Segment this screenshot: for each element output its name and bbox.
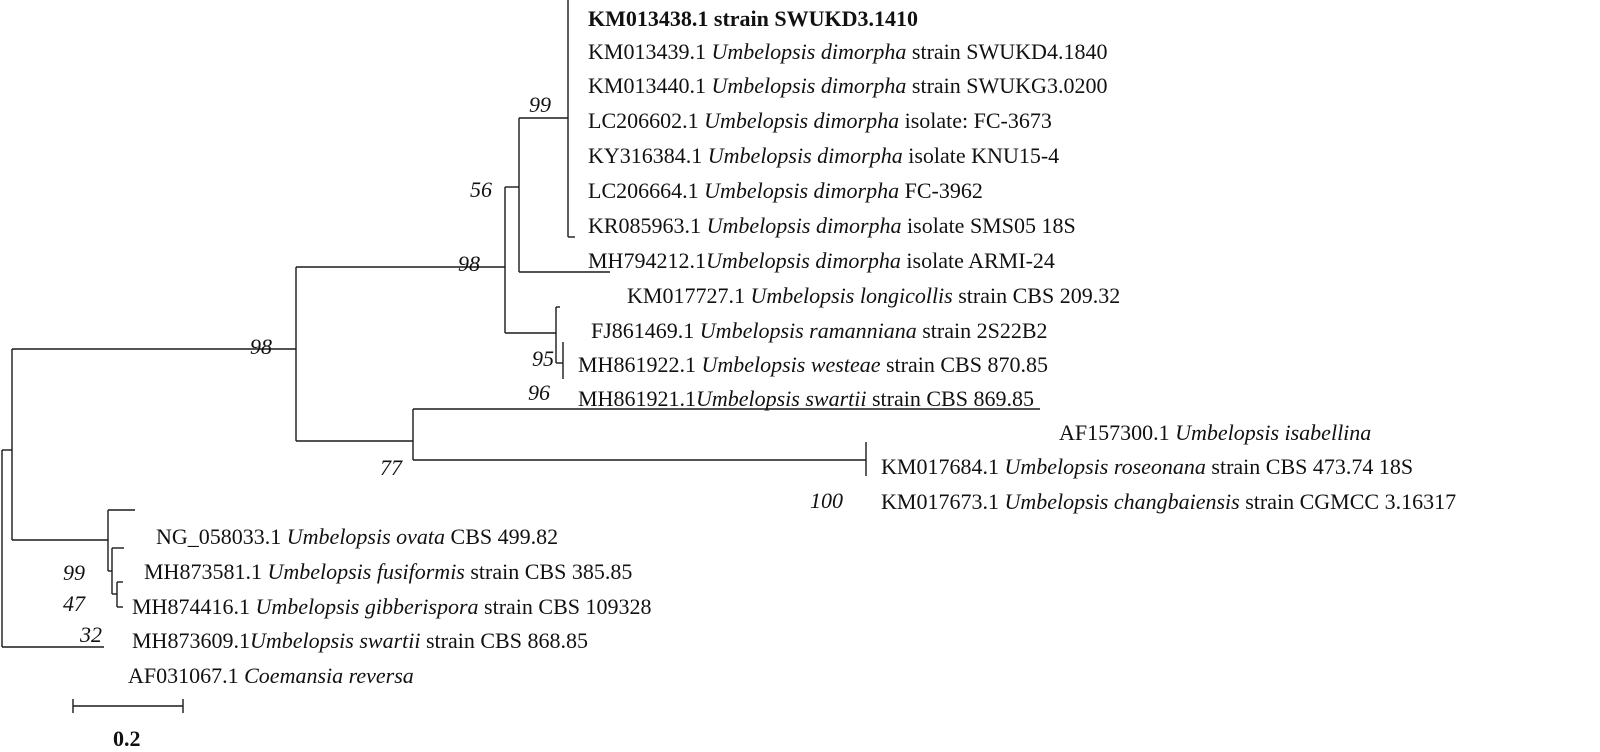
taxon-rest: strain CBS 109328 bbox=[479, 594, 652, 619]
taxon-rest: strain CBS 870.85 bbox=[880, 352, 1047, 377]
taxon-sp: Umbelopsis dimorpha bbox=[706, 73, 906, 98]
taxon-label: MH873609.1Umbelopsis swartii strain CBS … bbox=[132, 628, 588, 653]
taxon-label: LC206602.1 Umbelopsis dimorpha isolate: … bbox=[588, 108, 1052, 133]
taxon-rest: isolate ARMI-24 bbox=[901, 248, 1055, 273]
taxon-rest: strain CBS 385.85 bbox=[465, 559, 632, 584]
taxon-rest: strain CGMCC 3.16317 bbox=[1240, 489, 1456, 514]
taxon-label: KM013439.1 Umbelopsis dimorpha strain SW… bbox=[588, 39, 1107, 64]
taxon-sp: Umbelopsis dimorpha bbox=[706, 39, 906, 64]
taxon-rest: strain SWUKG3.0200 bbox=[906, 73, 1107, 98]
taxon-acc: KR085963.1 bbox=[588, 213, 701, 238]
taxon-sp: Umbelopsis dimorpha bbox=[699, 108, 899, 133]
taxon-rest: strain CBS 473.74 18S bbox=[1206, 454, 1413, 479]
scale-bar-label: 0.2 bbox=[113, 726, 141, 751]
scale-bar: 0.2 bbox=[72, 699, 184, 751]
taxon-sp: Umbelopsis swartii bbox=[696, 386, 867, 411]
taxon-acc: AF157300.1 bbox=[1059, 420, 1170, 445]
taxon-label: MH794212.1Umbelopsis dimorpha isolate AR… bbox=[588, 248, 1055, 273]
taxon-acc: MH873581.1 bbox=[144, 559, 262, 584]
taxon-label: MH861921.1Umbelopsis swartii strain CBS … bbox=[578, 386, 1034, 411]
taxon-label: NG_058033.1 Umbelopsis ovata CBS 499.82 bbox=[156, 524, 558, 549]
taxon-label: MH861922.1 Umbelopsis westeae strain CBS… bbox=[578, 352, 1048, 377]
taxon-rest: CBS 499.82 bbox=[445, 524, 558, 549]
taxon-label: KM017727.1 Umbelopsis longicollis strain… bbox=[627, 283, 1120, 308]
taxon-rest: strain CBS 868.85 bbox=[420, 628, 587, 653]
bootstrap-value: 56 bbox=[470, 177, 492, 202]
taxon-acc: KM013440.1 bbox=[588, 73, 706, 98]
taxon-rest: isolate KNU15-4 bbox=[903, 143, 1059, 168]
taxon-labels: KM013438.1 strain SWUKD3.1410KM013439.1 … bbox=[128, 6, 1456, 688]
bootstrap-value: 99 bbox=[529, 92, 551, 117]
taxon-sp: Umbelopsis dimorpha bbox=[702, 143, 902, 168]
taxon-label: KM017684.1 Umbelopsis roseonana strain C… bbox=[881, 454, 1413, 479]
bootstrap-values: 99 56 98 98 95 96 77 100 99 47 32 bbox=[63, 92, 843, 647]
bootstrap-value: 98 bbox=[458, 251, 480, 276]
taxon-sp: Umbelopsis dimorpha bbox=[699, 178, 899, 203]
taxon-sp: Umbelopsis swartii bbox=[250, 628, 421, 653]
taxon-acc: LC206602.1 bbox=[588, 108, 699, 133]
taxon-sp: Umbelopsis ovata bbox=[281, 524, 445, 549]
taxon-sp: Umbelopsis westeae bbox=[696, 352, 881, 377]
taxon-rest: FC-3962 bbox=[899, 178, 983, 203]
bootstrap-value: 95 bbox=[532, 346, 554, 371]
taxon-label: MH874416.1 Umbelopsis gibberispora strai… bbox=[132, 594, 651, 619]
taxon-rest: strain CBS 869.85 bbox=[866, 386, 1033, 411]
taxon-acc: FJ861469.1 bbox=[591, 318, 694, 343]
taxon-label: KY316384.1 Umbelopsis dimorpha isolate K… bbox=[588, 143, 1059, 168]
taxon-acc: MH861921.1 bbox=[578, 386, 696, 411]
taxon-label: FJ861469.1 Umbelopsis ramanniana strain … bbox=[591, 318, 1048, 343]
taxon-acc: KM017673.1 bbox=[881, 489, 999, 514]
taxon-rest: strain CBS 209.32 bbox=[953, 283, 1120, 308]
taxon-acc: AF031067.1 bbox=[128, 663, 239, 688]
taxon-acc: KM017727.1 bbox=[627, 283, 745, 308]
taxon-acc: KY316384.1 bbox=[588, 143, 702, 168]
bootstrap-value: 98 bbox=[250, 334, 272, 359]
taxon-rest: strain SWUKD4.1840 bbox=[906, 39, 1107, 64]
tree-branches bbox=[1, 0, 1040, 648]
bootstrap-value: 47 bbox=[63, 591, 86, 616]
taxon-label: KM013438.1 strain SWUKD3.1410 bbox=[588, 6, 918, 31]
taxon-sp: Umbelopsis dimorpha bbox=[701, 213, 901, 238]
taxon-sp: Umbelopsis ramanniana bbox=[694, 318, 916, 343]
taxon-sp: Coemansia reversa bbox=[239, 663, 414, 688]
taxon-label: LC206664.1 Umbelopsis dimorpha FC-3962 bbox=[588, 178, 983, 203]
taxon-acc: MH874416.1 bbox=[132, 594, 250, 619]
taxon-sp: Umbelopsis longicollis bbox=[745, 283, 953, 308]
taxon-label: MH873581.1 Umbelopsis fusiformis strain … bbox=[144, 559, 632, 584]
taxon-rest: isolate: FC-3673 bbox=[899, 108, 1052, 133]
taxon-acc: NG_058033.1 bbox=[156, 524, 281, 549]
taxon-sp: Umbelopsis changbaiensis bbox=[999, 489, 1240, 514]
taxon-sp: Umbelopsis roseonana bbox=[999, 454, 1206, 479]
bootstrap-value: 77 bbox=[380, 455, 403, 480]
taxon-label: AF157300.1 Umbelopsis isabellina bbox=[1059, 420, 1371, 445]
taxon-sp: Umbelopsis fusiformis bbox=[262, 559, 465, 584]
taxon-acc: KM013438.1 strain SWUKD3.1410 bbox=[588, 6, 918, 31]
taxon-acc: KM017684.1 bbox=[881, 454, 999, 479]
bootstrap-value: 99 bbox=[63, 560, 85, 585]
taxon-label: KM017673.1 Umbelopsis changbaiensis stra… bbox=[881, 489, 1456, 514]
taxon-acc: MH794212.1 bbox=[588, 248, 706, 273]
taxon-acc: LC206664.1 bbox=[588, 178, 699, 203]
taxon-rest: isolate SMS05 18S bbox=[902, 213, 1076, 238]
taxon-label: KR085963.1 Umbelopsis dimorpha isolate S… bbox=[588, 213, 1076, 238]
taxon-label: KM013440.1 Umbelopsis dimorpha strain SW… bbox=[588, 73, 1107, 98]
taxon-sp: Umbelopsis gibberispora bbox=[250, 594, 479, 619]
taxon-label: AF031067.1 Coemansia reversa bbox=[128, 663, 414, 688]
taxon-acc: MH873609.1 bbox=[132, 628, 250, 653]
taxon-acc: KM013439.1 bbox=[588, 39, 706, 64]
taxon-sp: Umbelopsis isabellina bbox=[1170, 420, 1372, 445]
taxon-rest: strain 2S22B2 bbox=[917, 318, 1048, 343]
taxon-acc: MH861922.1 bbox=[578, 352, 696, 377]
taxon-sp: Umbelopsis dimorpha bbox=[706, 248, 901, 273]
bootstrap-value: 100 bbox=[810, 488, 843, 513]
bootstrap-value: 96 bbox=[528, 380, 550, 405]
bootstrap-value: 32 bbox=[79, 622, 102, 647]
